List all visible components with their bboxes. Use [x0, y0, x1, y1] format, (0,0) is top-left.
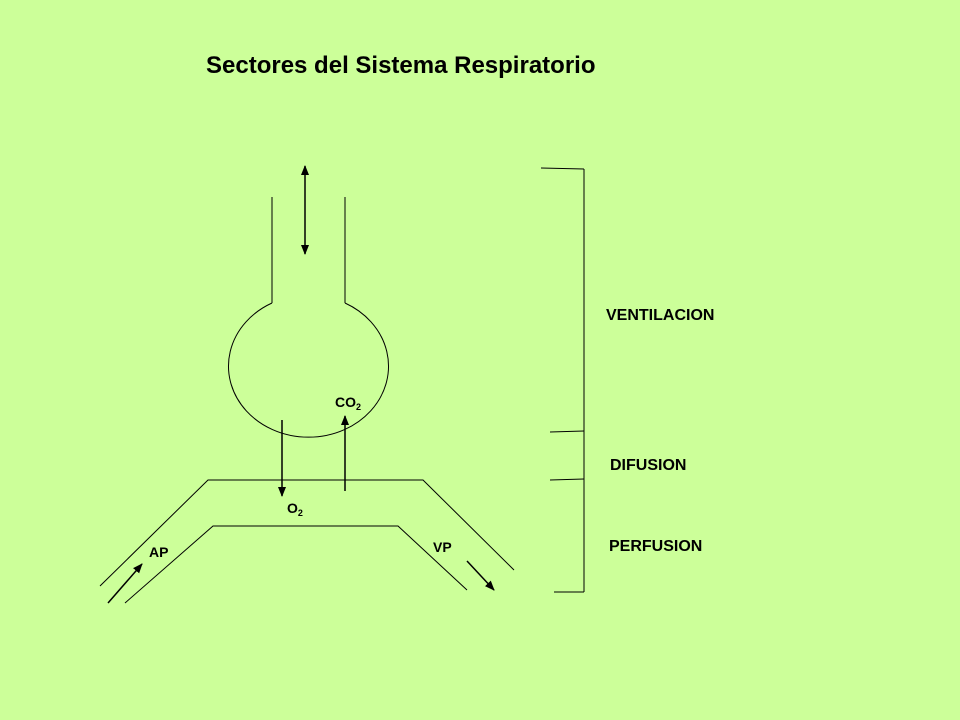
capillary-outer-wall: [99, 479, 515, 587]
ap-flow-arrow: [107, 563, 143, 604]
o2-label: O2: [287, 500, 303, 518]
co2-label-sub: 2: [356, 402, 361, 412]
vp-label: VP: [433, 539, 452, 555]
bracket-tick-ventilacion-difusion: [549, 430, 585, 433]
o2-label-base: O: [287, 500, 298, 516]
bracket-tick-difusion-perfusion: [549, 478, 585, 481]
ap-label: AP: [149, 544, 168, 560]
alveolus: [228, 302, 389, 438]
bracket-tick-top: [540, 167, 585, 170]
page-title: Sectores del Sistema Respiratorio: [206, 52, 595, 79]
vp-flow-arrow: [466, 560, 495, 591]
co2-label-base: CO: [335, 394, 356, 410]
sector-perfusion-label: PERFUSION: [609, 538, 702, 555]
sector-ventilacion-label: VENTILACION: [606, 307, 714, 324]
co2-label: CO2: [335, 394, 361, 412]
o2-label-sub: 2: [298, 508, 303, 518]
capillary-inner-wall: [124, 525, 468, 604]
sector-difusion-label: DIFUSION: [610, 457, 686, 474]
